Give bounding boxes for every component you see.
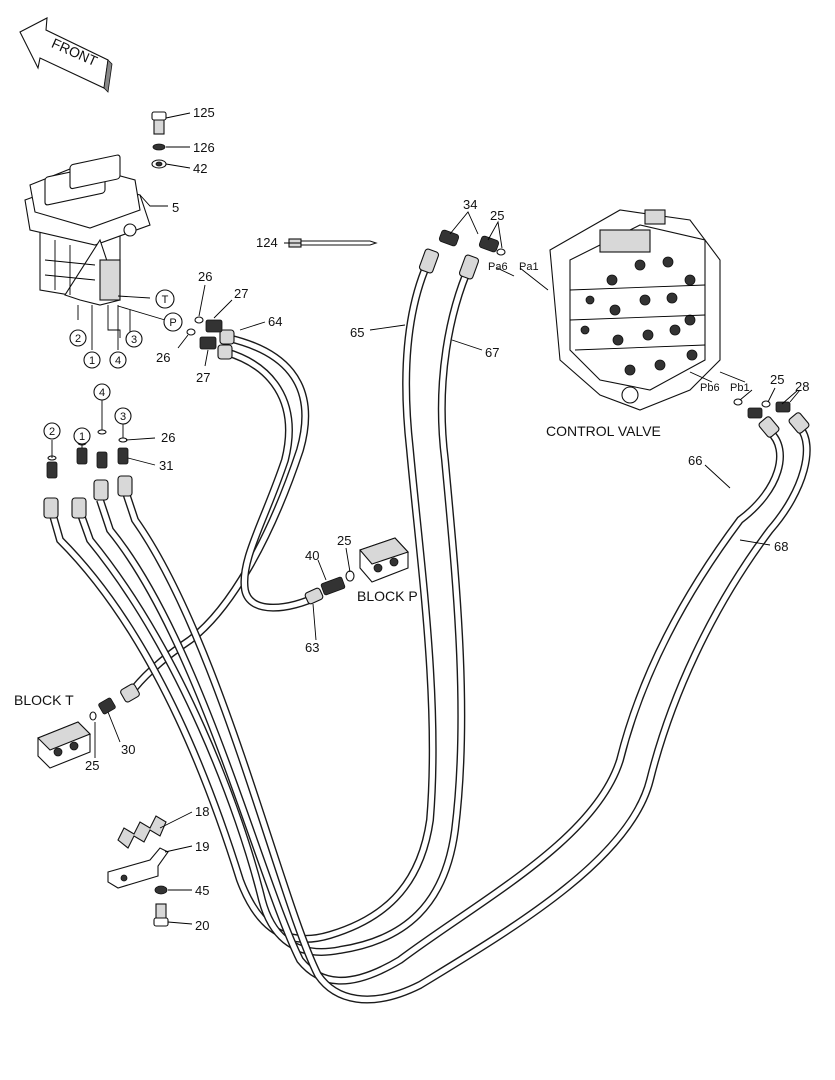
bolt-20: [153, 903, 169, 927]
callout-3-upper: 3: [131, 334, 137, 346]
label-25-c: 25: [337, 533, 351, 548]
callout-1-lower: 1: [79, 431, 85, 443]
label-5: 5: [172, 200, 179, 215]
callout-4-lower: 4: [99, 387, 105, 399]
label-pa1: Pa1: [519, 261, 539, 273]
adapter-40: [320, 576, 346, 596]
label-30: 30: [121, 742, 135, 757]
label-125: 125: [193, 105, 215, 120]
control-valve-body: [549, 209, 721, 411]
label-45: 45: [195, 883, 209, 898]
label-pa6: Pa6: [488, 261, 508, 273]
callout-3-lower: 3: [120, 411, 126, 423]
bracket-19: [107, 847, 169, 889]
leader-lines: [51, 112, 801, 925]
washer-45: [154, 885, 168, 895]
callout-2-upper: 2: [75, 333, 81, 345]
label-27-b: 27: [196, 370, 210, 385]
hose-group: [48, 256, 811, 1004]
o-ring-25-pa: [496, 248, 506, 256]
label-42: 42: [193, 161, 207, 176]
label-26-c: 26: [161, 430, 175, 445]
label-31: 31: [159, 458, 173, 473]
block-p: [359, 537, 409, 583]
adapter-30: [98, 697, 116, 715]
label-34: 34: [463, 197, 477, 212]
label-67: 67: [485, 345, 499, 360]
o-ring-26-upper: [194, 316, 204, 324]
label-19: 19: [195, 839, 209, 854]
remote-control-valve: [24, 154, 151, 306]
label-124: 124: [256, 235, 278, 250]
o-ring-26-lower: [186, 328, 196, 336]
block-t: [37, 721, 91, 769]
block-t-title: BLOCK T: [14, 692, 74, 708]
label-25-a: 25: [490, 208, 504, 223]
callout-t: T: [162, 294, 169, 306]
label-25-d: 25: [85, 758, 99, 773]
nut-42: [151, 159, 167, 169]
elbow-28-a: [747, 407, 763, 419]
clamp-18: [117, 815, 167, 849]
label-40: 40: [305, 548, 319, 563]
adapter-27-upper: [205, 319, 223, 333]
label-63: 63: [305, 640, 319, 655]
o-ring-25-blockp: [345, 570, 355, 582]
elbow-28-b: [775, 401, 791, 413]
part-labels: 125 126 42 5 124 26 27 64 26 27 34 25 Pa…: [14, 105, 809, 933]
callout-1-upper: 1: [89, 355, 95, 367]
label-25-b: 25: [770, 372, 784, 387]
label-64: 64: [268, 314, 282, 329]
washer-126: [152, 143, 166, 151]
hose-end-fittings: [43, 248, 810, 703]
adapter-27-lower: [199, 336, 217, 350]
bolt-125: [151, 111, 167, 135]
callout-2-lower: 2: [49, 426, 55, 438]
elbow-34-a: [438, 229, 460, 247]
label-65: 65: [350, 325, 364, 340]
callout-p: P: [169, 317, 176, 329]
front-direction-arrow: FRONT: [19, 17, 113, 93]
label-20: 20: [195, 918, 209, 933]
circled-callouts: T P 2 1 4 3 2 1 4 3: [43, 289, 183, 445]
callout-4-upper: 4: [115, 355, 121, 367]
label-66: 66: [688, 453, 702, 468]
label-28: 28: [795, 379, 809, 394]
o-ring-25-pb-b: [761, 400, 771, 408]
label-126: 126: [193, 140, 215, 155]
label-pb6: Pb6: [700, 382, 720, 394]
label-18: 18: [195, 804, 209, 819]
o-ring-25-pb-a: [733, 398, 743, 406]
cable-tie-124: [288, 238, 378, 248]
label-26-b: 26: [156, 350, 170, 365]
block-p-title: BLOCK P: [357, 588, 418, 604]
label-pb1: Pb1: [730, 382, 750, 394]
label-26-a: 26: [198, 269, 212, 284]
o-ring-25-blockt: [89, 711, 97, 721]
control-valve-title: CONTROL VALVE: [546, 423, 661, 439]
label-27-a: 27: [234, 286, 248, 301]
label-68: 68: [774, 539, 788, 554]
elbow-34-b: [478, 235, 500, 253]
